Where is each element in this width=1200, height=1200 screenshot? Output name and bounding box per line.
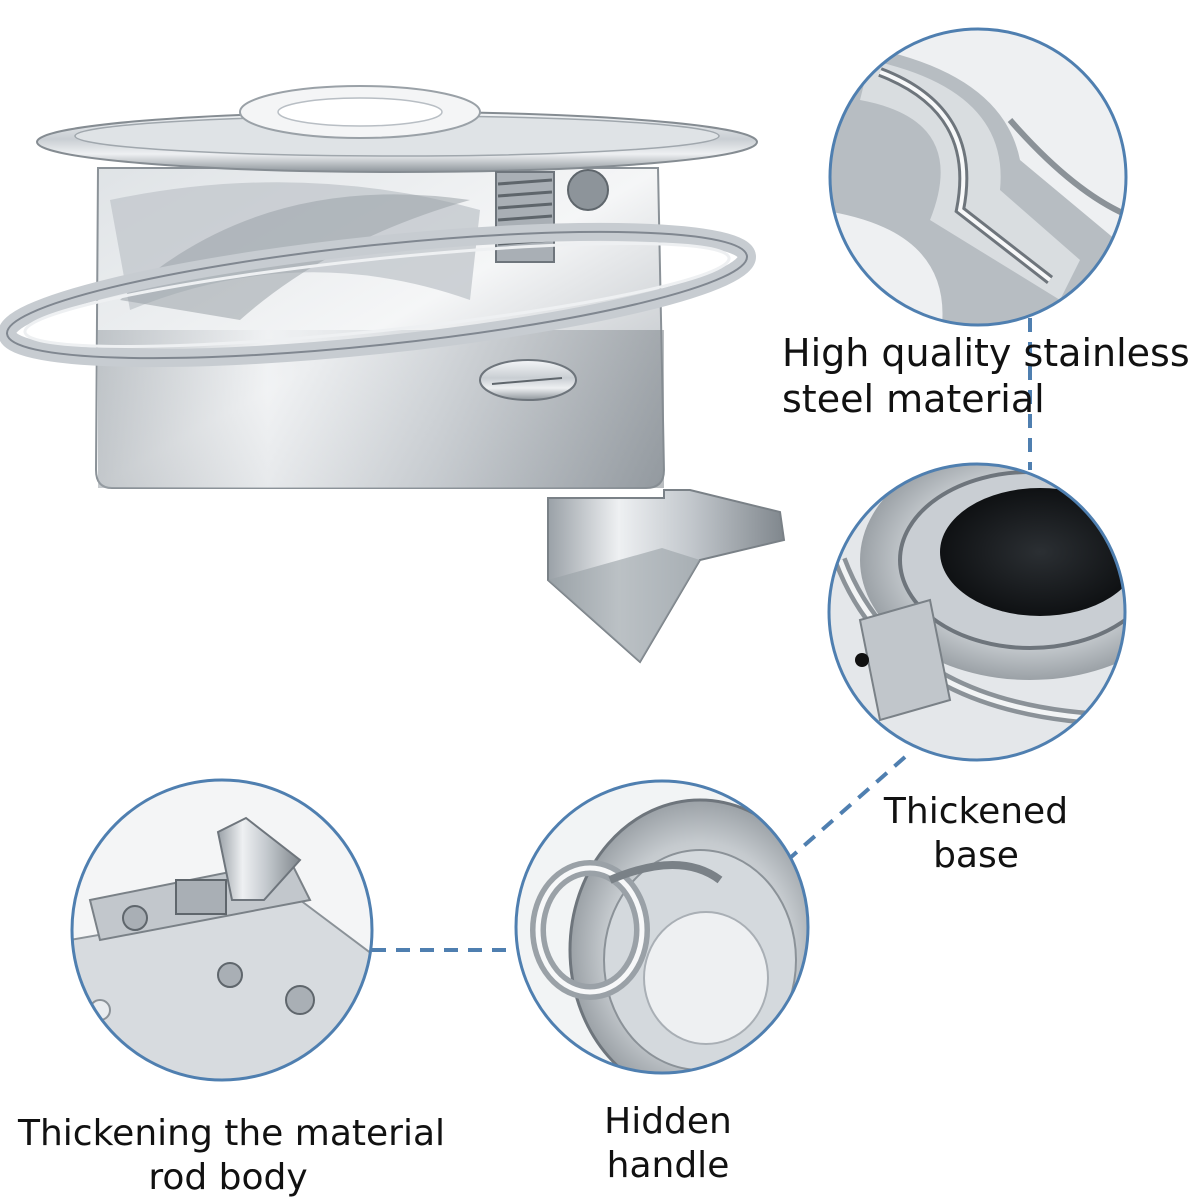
connector-lines xyxy=(372,318,1032,952)
caption-base-line1: Thickened xyxy=(883,791,1069,832)
caption-stainless-line2: steel material xyxy=(782,377,1045,422)
caption-rod-line1: Thickening the material xyxy=(18,1113,446,1154)
caption-hidden-handle: Hidden handle xyxy=(570,1100,766,1188)
caption-rod-body: Thickening the material rod body xyxy=(18,1112,446,1200)
detail-stainless-edge xyxy=(828,27,1128,327)
caption-rod-line2: rod body xyxy=(148,1156,308,1198)
connector-middle-to-handle xyxy=(788,755,907,860)
detail-thickened-base xyxy=(827,462,1127,762)
detail-rod-body xyxy=(70,778,374,1082)
caption-base-line2: base xyxy=(933,834,1019,876)
caption-stainless-steel: High quality stainless steel material xyxy=(782,330,1190,423)
caption-stainless-line1: High quality stainless xyxy=(782,331,1190,375)
caption-handle-line1: Hidden xyxy=(604,1101,732,1142)
caption-thickened-base: Thickened base xyxy=(868,790,1084,878)
detail-hidden-handle xyxy=(514,779,810,1075)
main-latch-image xyxy=(0,85,786,664)
caption-handle-line2: handle xyxy=(606,1144,730,1186)
